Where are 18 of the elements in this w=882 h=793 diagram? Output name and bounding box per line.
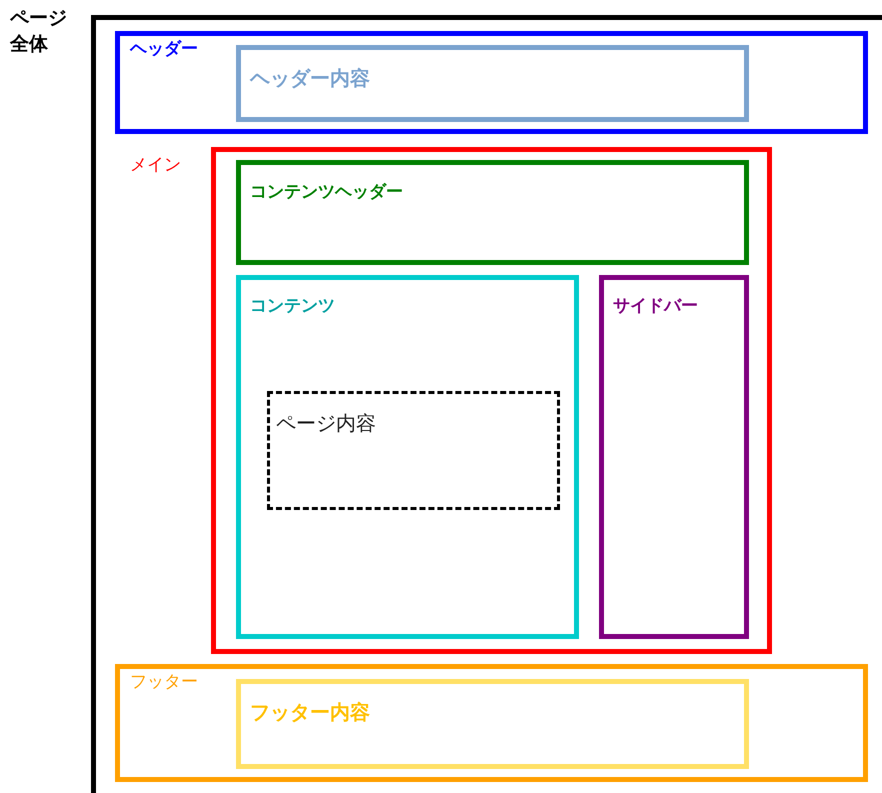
region-label: ヘッダー内容	[250, 66, 370, 90]
region-label: ページ全体	[10, 6, 68, 57]
region-label: ヘッダー	[130, 39, 198, 60]
region-label: サイドバー	[613, 296, 698, 316]
sidebar-box	[599, 275, 749, 639]
content-box	[236, 275, 579, 639]
region-label: コンテンツヘッダー	[250, 182, 403, 202]
page-content-box	[267, 391, 560, 510]
region-label: フッター内容	[250, 700, 370, 724]
header-region	[115, 31, 868, 134]
footer-region	[115, 664, 868, 782]
region-label: メイン	[130, 155, 181, 176]
region-label: ページ内容	[276, 411, 376, 435]
footer-content-box	[236, 679, 749, 769]
region-label: コンテンツ	[250, 296, 335, 316]
region-label: フッター	[130, 672, 198, 692]
content-header-box	[236, 160, 749, 265]
header-content-box	[236, 45, 749, 122]
